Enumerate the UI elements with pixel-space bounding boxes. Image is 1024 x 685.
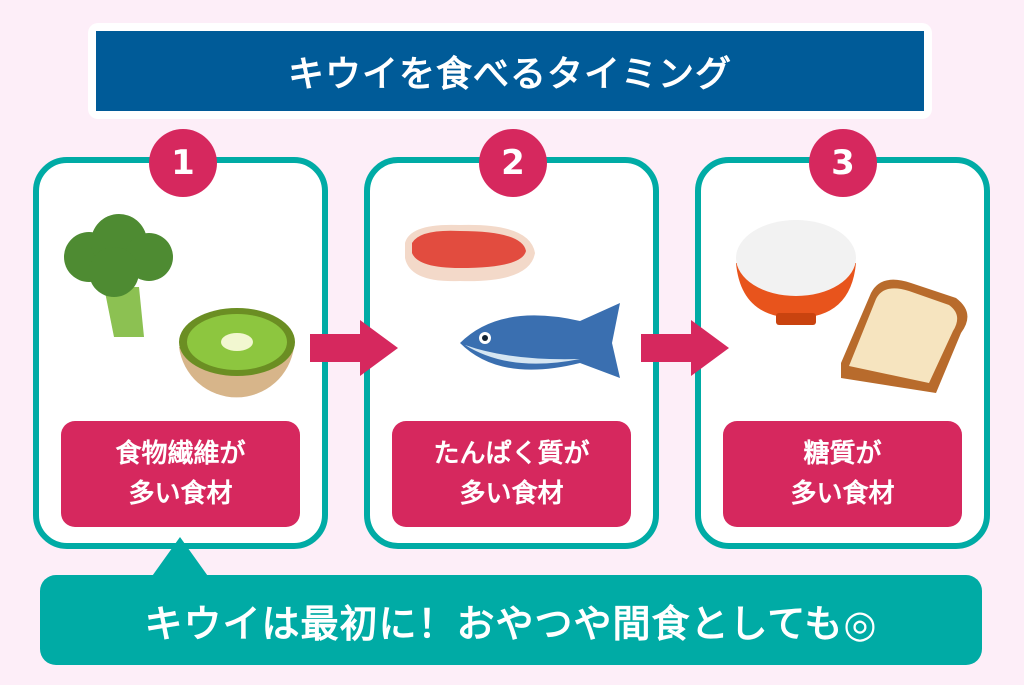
fish-icon (460, 303, 620, 378)
label-line: たんぱく質が (433, 439, 590, 469)
broccoli-kiwi-illustration (64, 214, 295, 398)
rice-bread-illustration (736, 220, 968, 393)
label-line: 多い食材 (128, 479, 233, 509)
page-title: キウイを食べるタイミング (96, 31, 924, 111)
meat-fish-illustration (405, 224, 620, 378)
arrow-right-icon (641, 320, 729, 376)
step-label-1: 食物繊維が 多い食材 (61, 421, 300, 527)
label-line: 多い食材 (790, 479, 895, 509)
label-line: 多い食材 (459, 479, 564, 509)
step-number-2: 2 (479, 129, 547, 197)
step-label-2: たんぱく質が 多い食材 (392, 421, 631, 527)
meat-icon (405, 224, 535, 282)
step-card-3: 糖質が 多い食材 (695, 157, 990, 549)
title-banner: キウイを食べるタイミング (88, 23, 932, 119)
arrow-right-icon (310, 320, 398, 376)
rice-bowl-icon (736, 220, 856, 325)
label-line: 食物繊維が (115, 439, 246, 469)
kiwi-icon (179, 308, 295, 398)
step-card-2: たんぱく質が 多い食材 (364, 157, 659, 549)
speech-bubble-tail (150, 537, 210, 579)
step-number-3: 3 (809, 129, 877, 197)
broccoli-icon (64, 214, 173, 337)
kiwi-tip-callout: キウイは最初に！おやつや間食としても◎ (40, 575, 982, 665)
step-number-1: 1 (149, 129, 217, 197)
step-label-3: 糖質が 多い食材 (723, 421, 962, 527)
label-line: 糖質が (803, 439, 882, 469)
bread-icon (841, 279, 968, 393)
step-card-1: 食物繊維が 多い食材 (33, 157, 328, 549)
